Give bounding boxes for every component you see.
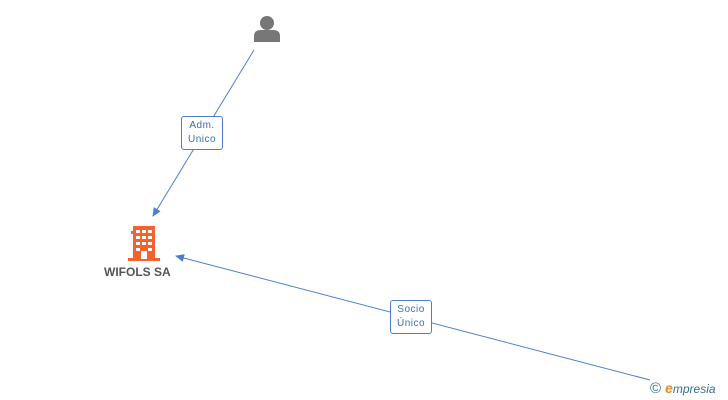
building-windows bbox=[136, 230, 152, 259]
brand-name: mpresia bbox=[672, 382, 716, 396]
company-name-label[interactable]: WIFOLS SA bbox=[104, 265, 171, 279]
watermark: ©empresia bbox=[650, 380, 716, 397]
edge-label-socio[interactable]: Socio Único bbox=[390, 300, 433, 334]
brand-initial: e bbox=[665, 380, 673, 396]
edge-label-admin-line1: Adm. bbox=[189, 120, 215, 131]
edge-label-admin-line2: Unico bbox=[188, 134, 217, 145]
edge-label-socio-line1: Socio bbox=[397, 304, 425, 315]
edge-label-admin[interactable]: Adm. Unico bbox=[181, 116, 224, 150]
copyright-symbol: © bbox=[650, 380, 662, 397]
person-icon[interactable] bbox=[254, 16, 280, 42]
edge-label-socio-line2: Único bbox=[397, 318, 426, 329]
